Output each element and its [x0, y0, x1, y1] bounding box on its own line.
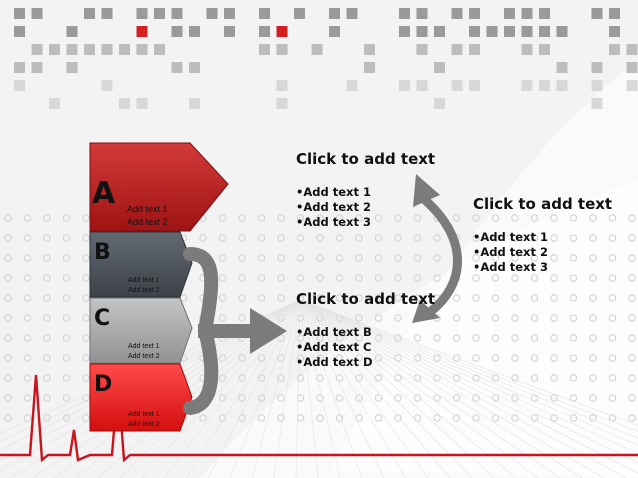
text-block-right-title[interactable]: Click to add text [473, 195, 613, 213]
bullet-item: Add text C [296, 340, 446, 355]
tab-d-line-2: Add text 2 [128, 421, 160, 428]
tab-a-text: Add text 1 Add text 2 [127, 203, 168, 229]
tab-c-text: Add text 1 Add text 2 [128, 342, 160, 362]
tab-d-shape [89, 363, 193, 432]
square-mosaic-pattern [14, 8, 638, 109]
tab-c-line-2: Add text 2 [128, 353, 160, 360]
curved-arrow-bottom-head [412, 300, 440, 323]
ecg-line [0, 374, 638, 463]
bullet-item: Add text 2 [473, 245, 623, 260]
tab-b-letter: B [94, 240, 111, 265]
bullet-item: Add text B [296, 325, 446, 340]
text-block-bottom[interactable]: Click to add text Add text B Add text C … [296, 289, 446, 370]
text-block-right[interactable]: Click to add text Add text 1 Add text 2 … [473, 194, 623, 275]
bullet-item: Add text 2 [296, 200, 446, 215]
tab-c-line-1: Add text 1 [128, 343, 160, 350]
text-block-right-bullets: Add text 1 Add text 2 Add text 3 [473, 230, 623, 275]
bullet-item: Add text 3 [473, 260, 623, 275]
text-block-bottom-bullets: Add text B Add text C Add text D [296, 325, 446, 370]
tab-b-line-1: Add text 1 [128, 277, 160, 284]
tab-a-shape [89, 142, 229, 232]
bullet-item: Add text 1 [296, 185, 446, 200]
text-block-top-bullets: Add text 1 Add text 2 Add text 3 [296, 185, 446, 230]
bullet-item: Add text D [296, 355, 446, 370]
bullet-item: Add text 1 [473, 230, 623, 245]
tab-d-letter: D [94, 372, 113, 397]
text-block-bottom-title[interactable]: Click to add text [296, 290, 436, 308]
text-block-top-title[interactable]: Click to add text [296, 150, 436, 168]
tab-b-text: Add text 1 Add text 2 [128, 276, 160, 296]
tab-d-text: Add text 1 Add text 2 [128, 410, 160, 430]
tab-a-line-1: Add text 1 [127, 204, 168, 214]
bullet-item: Add text 3 [296, 215, 446, 230]
tab-a-line-2: Add text 2 [127, 217, 168, 227]
tab-c-letter: C [94, 306, 111, 331]
tab-d-line-1: Add text 1 [128, 411, 160, 418]
text-block-top[interactable]: Click to add text Add text 1 Add text 2 … [296, 149, 446, 230]
tab-c-shape [89, 297, 193, 364]
tab-b-shape [89, 231, 193, 298]
tab-a-letter: A [92, 176, 116, 211]
tab-b-line-2: Add text 2 [128, 287, 160, 294]
connector-arrow-head [250, 308, 287, 354]
